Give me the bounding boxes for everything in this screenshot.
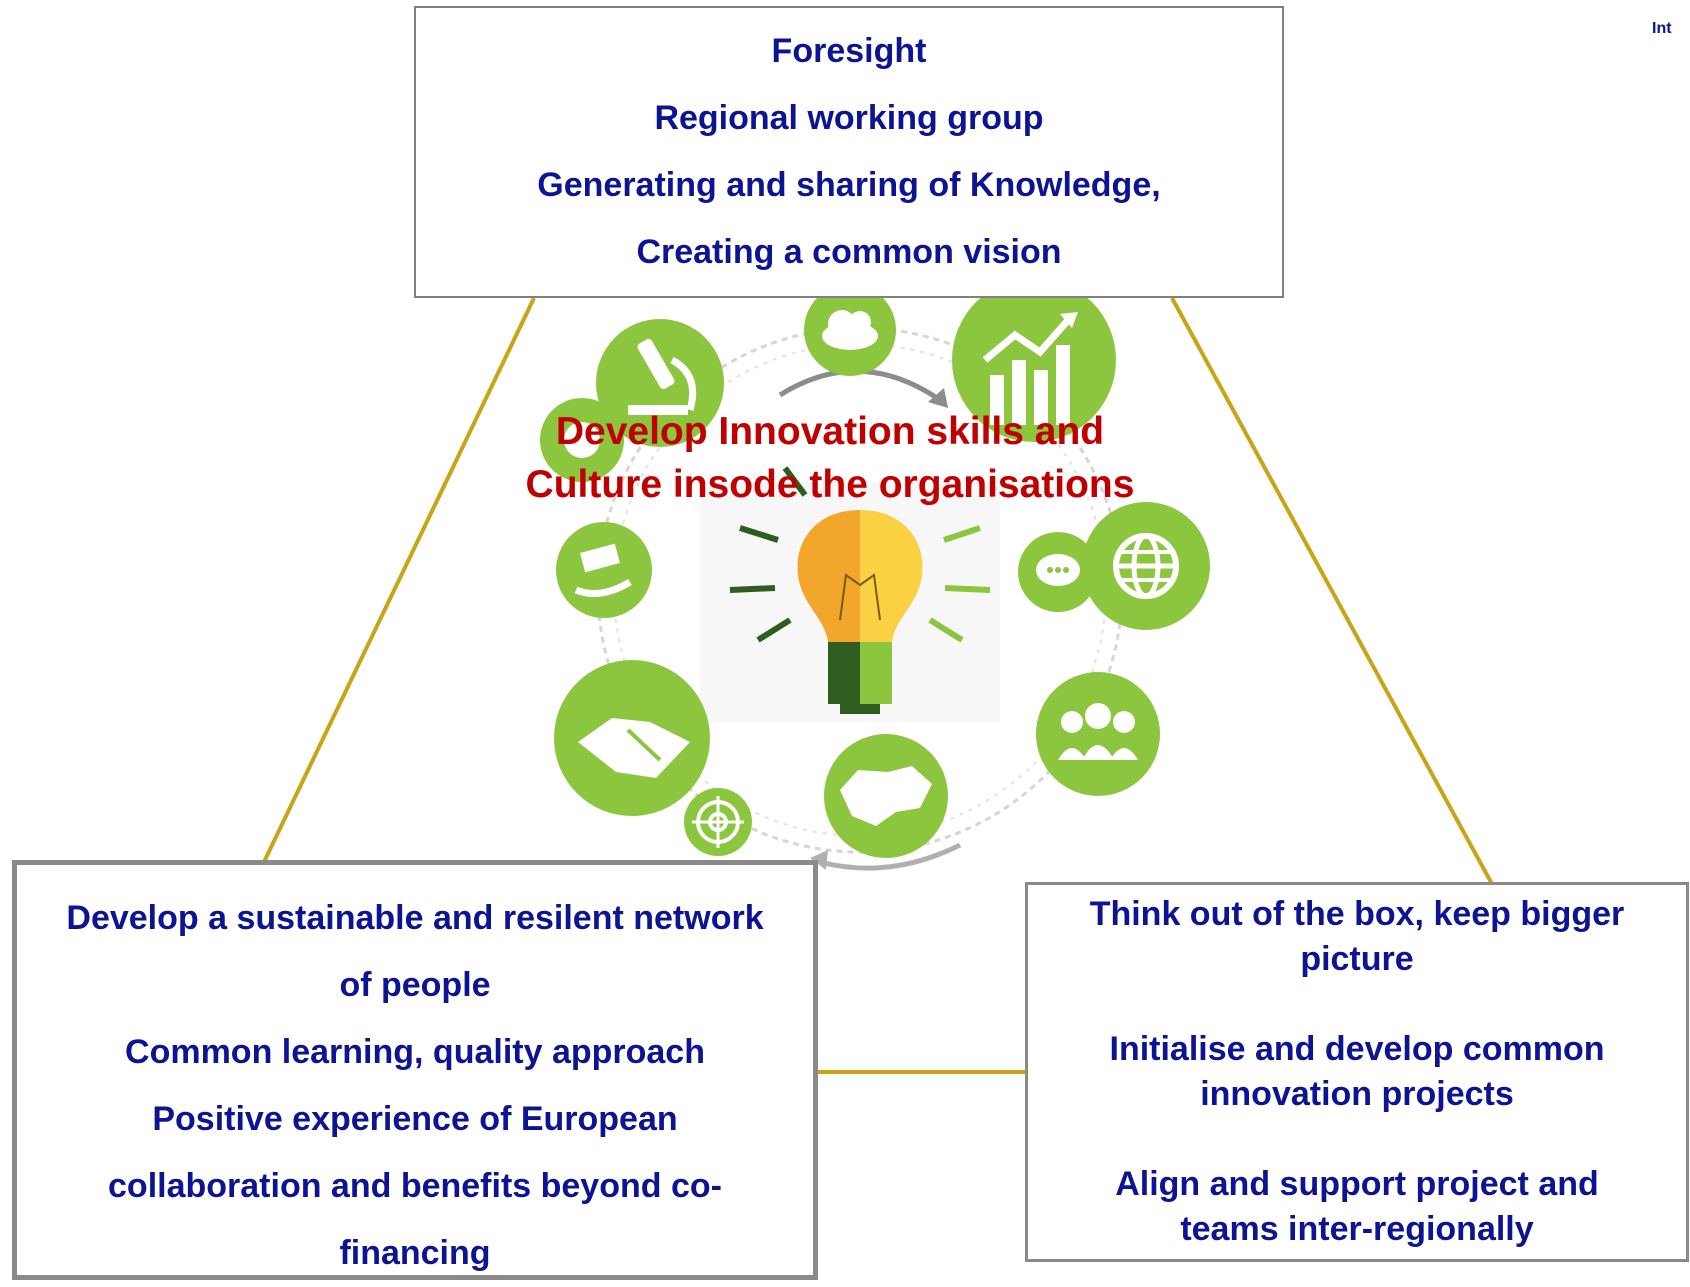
people-group-icon xyxy=(1036,672,1160,796)
connector-top-right xyxy=(1170,297,1494,885)
cloud-icon xyxy=(804,284,896,376)
left-box-line-2: of people xyxy=(339,966,491,1004)
gear-icon xyxy=(540,398,624,482)
orbit-arrow-top-head xyxy=(928,388,948,408)
globe-icon xyxy=(1082,502,1210,630)
left-box-line-6: financing xyxy=(339,1234,491,1272)
top-box-line-1: Foresight xyxy=(771,32,927,70)
handshake-icon xyxy=(554,660,710,816)
top-box-line-4: Creating a common vision xyxy=(636,233,1062,271)
left-box-line-1: Develop a sustainable and resilent netwo… xyxy=(66,899,764,937)
left-box-line-3: Common learning, quality approach xyxy=(125,1033,705,1071)
chat-bubble-icon xyxy=(1018,532,1098,612)
left-box-line-4: Positive experience of European xyxy=(152,1100,678,1138)
right-box-item-1-line-1: Think out of the box, keep bigger xyxy=(1089,895,1625,933)
top-box-line-3: Generating and sharing of Knowledge, xyxy=(537,166,1161,204)
money-hand-icon xyxy=(556,522,652,618)
connector-top-left xyxy=(262,297,536,863)
orbit-arrow-top xyxy=(778,368,942,403)
right-box-item-3-line-2: teams inter-regionally xyxy=(1180,1210,1534,1248)
right-box-item-2-line-1: Initialise and develop common xyxy=(1109,1030,1605,1068)
growth-chart-icon xyxy=(952,278,1116,442)
top-box: Foresight Regional working group Generat… xyxy=(414,6,1284,298)
corner-logo-text: Int xyxy=(1652,20,1672,37)
orbit-arrow-bottom xyxy=(819,842,962,871)
hub-title-line-1: Develop Innovation skills and xyxy=(555,410,1105,453)
right-box-item-1-line-2: picture xyxy=(1300,940,1414,978)
top-box-line-2: Regional working group xyxy=(654,99,1044,137)
microscope-icon xyxy=(596,319,724,447)
hub-title-line-2: Culture insode the organisations xyxy=(525,463,1135,506)
right-box-item-2-line-2: innovation projects xyxy=(1200,1075,1514,1113)
left-box-line-5: collaboration and benefits beyond co- xyxy=(108,1167,722,1205)
target-icon xyxy=(684,788,752,856)
hub-title: Develop Innovation skills and Culture in… xyxy=(430,405,1230,511)
light-bulb-icon xyxy=(700,466,1000,722)
switzerland-map-icon xyxy=(824,734,948,858)
right-box-item-3-line-1: Align and support project and xyxy=(1115,1165,1599,1203)
left-box: Develop a sustainable and resilent netwo… xyxy=(12,860,818,1280)
orbit-arrow-bottom-head xyxy=(810,850,828,870)
right-box: Think out of the box, keep bigger pictur… xyxy=(1025,882,1689,1262)
